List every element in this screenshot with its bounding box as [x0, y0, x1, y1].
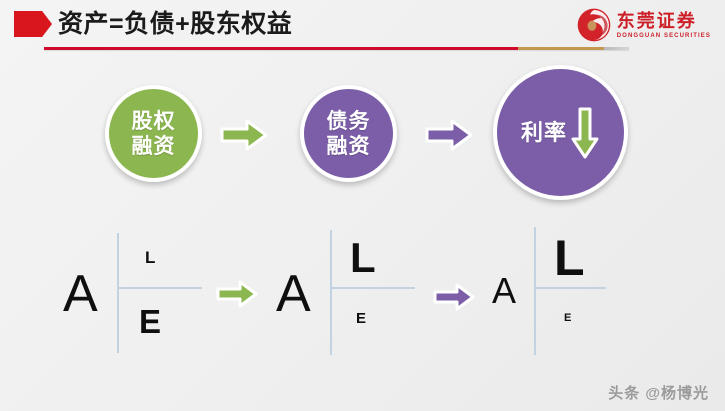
node-interest-rate-label: 利率 [520, 120, 567, 145]
equity-letter: E [356, 310, 367, 327]
node-debt-financing-label: 债务 融资 [326, 109, 371, 158]
node-equity-financing-label: 股权 融资 [131, 109, 176, 158]
logo-wordmark: 东莞证券 DONGGUAN SECURITIES [617, 12, 711, 39]
watermark: 头条 @杨博光 [608, 385, 709, 402]
logo-name-cn: 东莞证券 [616, 10, 697, 31]
arrow-equity-to-debt-icon [220, 119, 268, 151]
t-divider-horizontal [330, 287, 415, 289]
t-divider-vertical [117, 233, 119, 353]
balance-sheet-1: A L E [55, 225, 225, 365]
t-divider-vertical [330, 230, 332, 355]
node-debt-financing: 债务 融资 [300, 85, 397, 182]
balance-sheet-2: A L E [268, 225, 438, 365]
company-logo: 东莞证券 DONGGUAN SECURITIES [577, 7, 711, 43]
liabilities-letter: L [554, 230, 585, 286]
liabilities-letter: L [350, 234, 376, 281]
title-marker-pentagon-icon [14, 11, 52, 37]
arrow-sheet-2-to-3-icon [433, 283, 475, 311]
assets-letter: A [276, 265, 311, 323]
dongguan-securities-emblem-icon [577, 8, 611, 42]
arrow-sheet-1-to-2-icon [216, 280, 258, 308]
header-divider [44, 47, 629, 50]
slide-header: 资产=负债+股东权益 东莞证券 DONGGUAN SECURITIES [0, 0, 725, 56]
equity-letter: E [564, 312, 572, 324]
node-equity-financing: 股权 融资 [105, 85, 202, 182]
t-divider-vertical [534, 227, 536, 355]
logo-name-en: DONGGUAN SECURITIES [616, 32, 711, 39]
page-title: 资产=负债+股东权益 [58, 10, 293, 38]
balance-sheet-3: A L E [480, 225, 650, 365]
equity-letter: E [139, 303, 162, 340]
node-interest-rate: 利率 [493, 65, 628, 200]
financing-flow-diagram: 股权 融资 债务 融资 利率 [0, 62, 725, 207]
liabilities-letter: L [145, 248, 156, 267]
t-divider-horizontal [117, 287, 202, 289]
assets-letter: A [63, 265, 98, 323]
arrow-down-icon [571, 107, 599, 158]
t-divider-horizontal [534, 287, 606, 289]
balance-sheet-progression: A L E A L E A L E [0, 225, 725, 375]
assets-letter: A [492, 270, 517, 311]
arrow-debt-to-rate-icon [425, 119, 473, 151]
